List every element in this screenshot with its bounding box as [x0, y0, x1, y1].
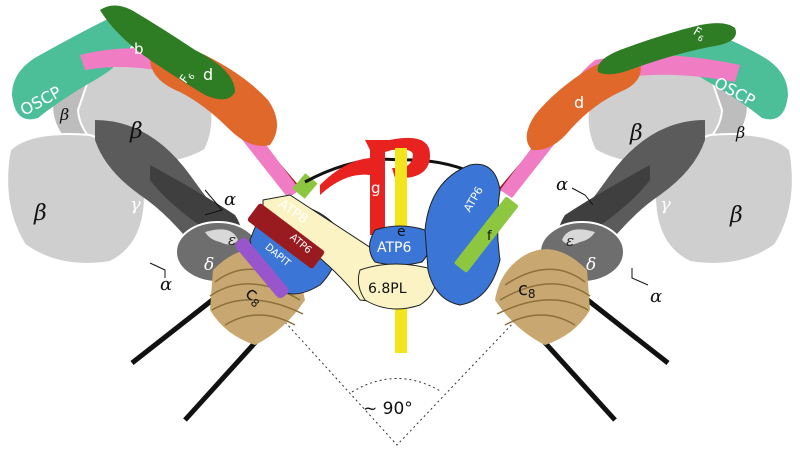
left-b-label: b [134, 40, 144, 58]
right-alpha-top-bracket [571, 187, 594, 206]
right-beta-top-label: β [629, 121, 643, 146]
right-alpha-top-label: α [556, 174, 568, 195]
f-label: f [487, 229, 492, 244]
right-b-label: b [538, 170, 548, 188]
right-f6-subunit [597, 23, 736, 75]
center-6-8pl [357, 263, 437, 310]
right-beta-lower-label: β [729, 203, 743, 228]
left-alpha-bottom-label: α [160, 274, 172, 295]
g-label: g [371, 179, 381, 197]
left-alpha-top-label: α [224, 189, 236, 210]
right-beta-back-label: β [735, 123, 745, 142]
left-alpha-bottom-bracket [149, 262, 166, 278]
angle-arc [351, 378, 443, 393]
right-f-green [454, 196, 518, 273]
left-epsilon-label: ε [228, 231, 236, 249]
left-beta-lower-label: β [33, 201, 47, 226]
right-gamma-label: γ [660, 194, 671, 215]
left-shaft-outer [130, 292, 222, 365]
right-d-subunit [526, 59, 641, 151]
right-alpha-bottom-bracket [631, 268, 649, 286]
left-alpha-top-bracket [204, 189, 223, 216]
center-atp6-label: ATP6 [377, 240, 411, 256]
left-gamma-label: γ [130, 194, 141, 215]
left-epsilon-hook [205, 229, 238, 245]
left-f6-subunit [100, 5, 235, 100]
right-epsilon-hook [562, 229, 595, 245]
left-dapit [235, 237, 289, 299]
angle-lines [264, 299, 536, 446]
pl68-label: 6.8PL [368, 281, 407, 297]
right-c8-ring [495, 249, 591, 345]
right-shaft-inner [536, 333, 617, 422]
left-beta-top-label: β [129, 119, 143, 144]
left-atp8 [247, 203, 325, 269]
right-shaft-outer [578, 292, 670, 365]
right-delta-label: δ [586, 255, 596, 275]
angle-label: ~ 90° [363, 399, 413, 419]
left-oscp [12, 17, 135, 120]
right-c8-label: c8 [518, 279, 536, 301]
right-alpha-bottom-label: α [650, 286, 662, 307]
left-shaft-inner [183, 333, 264, 422]
center-atp6 [369, 225, 430, 266]
left-delta-label: δ [204, 255, 214, 275]
right-d-label: d [574, 93, 584, 112]
center-g-subunit [320, 137, 430, 235]
left-d-label: d [203, 65, 213, 84]
left-beta-back-label: β [59, 105, 69, 124]
e-label: e [397, 224, 406, 240]
right-epsilon-label: ε [566, 232, 574, 250]
